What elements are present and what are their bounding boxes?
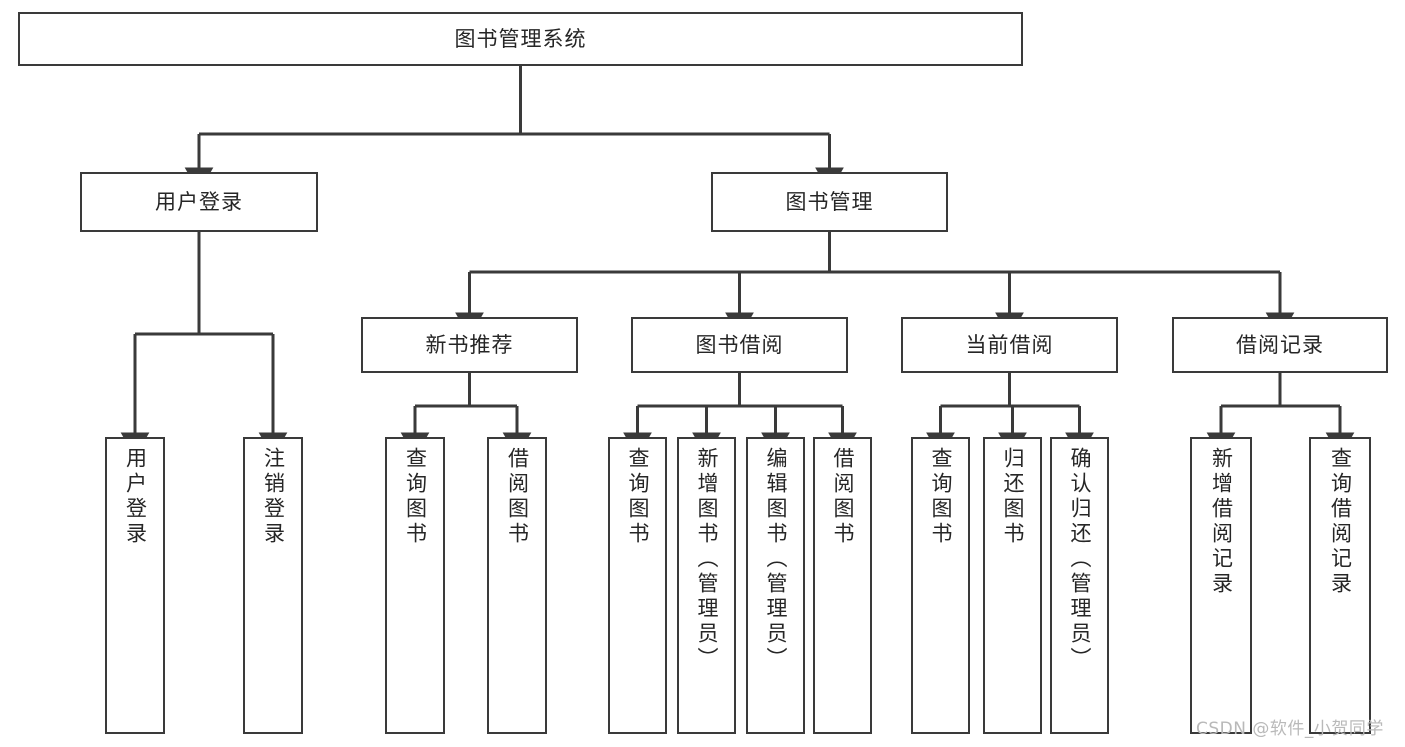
node-label: 编辑图书（管理员） [764, 447, 788, 672]
node-new-book-rec[interactable]: 新书推荐 [361, 317, 578, 373]
node-label: 借阅图书 [831, 447, 855, 547]
node-leaf-add-book[interactable]: 新增图书（管理员） [677, 437, 736, 734]
node-root[interactable]: 图书管理系统 [18, 12, 1023, 66]
node-book-borrow[interactable]: 图书借阅 [631, 317, 848, 373]
node-leaf-query-book-1[interactable]: 查询图书 [385, 437, 445, 734]
node-label: 借阅记录 [1236, 332, 1324, 357]
node-label: 用户登录 [155, 189, 243, 214]
node-label: 新增借阅记录 [1209, 447, 1234, 597]
node-label: 注销登录 [261, 447, 286, 547]
node-label: 查询图书 [403, 447, 428, 547]
node-leaf-logout[interactable]: 注销登录 [243, 437, 303, 734]
node-label: 查询图书 [626, 447, 650, 547]
node-leaf-query-record[interactable]: 查询借阅记录 [1309, 437, 1371, 734]
node-leaf-borrow-book-2[interactable]: 借阅图书 [813, 437, 872, 734]
node-user-login[interactable]: 用户登录 [80, 172, 318, 232]
node-label: 图书管理系统 [454, 26, 587, 51]
node-borrow-record[interactable]: 借阅记录 [1172, 317, 1388, 373]
node-leaf-query-book-3[interactable]: 查询图书 [911, 437, 970, 734]
node-leaf-query-book-2[interactable]: 查询图书 [608, 437, 667, 734]
node-label: 用户登录 [123, 447, 148, 547]
node-current-borrow[interactable]: 当前借阅 [901, 317, 1118, 373]
node-leaf-edit-book[interactable]: 编辑图书（管理员） [746, 437, 805, 734]
node-book-manage[interactable]: 图书管理 [711, 172, 948, 232]
node-leaf-user-login[interactable]: 用户登录 [105, 437, 165, 734]
node-label: 图书管理 [785, 189, 874, 214]
node-label: 当前借阅 [965, 332, 1054, 357]
node-label: 确认归还（管理员） [1068, 447, 1092, 672]
node-label: 归还图书 [1001, 447, 1025, 547]
node-label: 查询借阅记录 [1328, 447, 1353, 597]
node-leaf-add-record[interactable]: 新增借阅记录 [1190, 437, 1252, 734]
node-leaf-confirm-return[interactable]: 确认归还（管理员） [1050, 437, 1109, 734]
node-leaf-borrow-book-1[interactable]: 借阅图书 [487, 437, 547, 734]
node-label: 查询图书 [929, 447, 953, 547]
node-label: 新书推荐 [425, 332, 514, 357]
node-label: 借阅图书 [505, 447, 530, 547]
node-leaf-return-book[interactable]: 归还图书 [983, 437, 1042, 734]
node-label: 新增图书（管理员） [695, 447, 719, 672]
csdn-watermark: CSDN @软件_小贺同学 [1196, 719, 1384, 739]
node-label: 图书借阅 [695, 332, 784, 357]
